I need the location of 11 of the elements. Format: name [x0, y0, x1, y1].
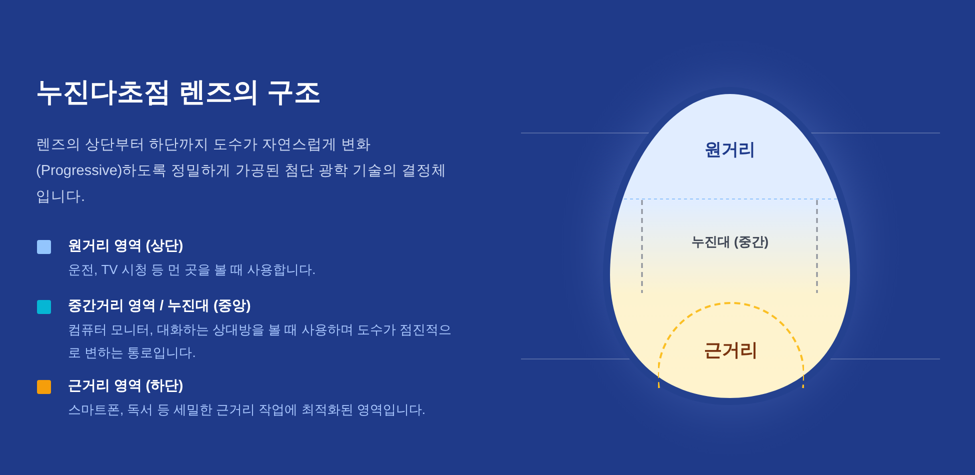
legend-description: 컴퓨터 모니터, 대화하는 상대방을 볼 때 사용하며 도수가 점진적으로 변하는 통로입니다. — [68, 321, 453, 362]
title: 누진다초점 렌즈의 구조 — [36, 76, 322, 109]
legend-heading: 원거리 영역 (상단) — [68, 237, 184, 255]
description-paragraph: 렌즈의 상단부터 하단까지 도수가 자연스럽게 변화 (Progressive)하도록 정밀하게 가공된 첨단 광학 기술의 결정체입니다. — [36, 136, 448, 207]
zone-label: 근거리 — [703, 339, 759, 362]
legend-description: 운전, TV 시청 등 먼 곳을 볼 때 사용합니다. — [68, 261, 317, 279]
zone-label: 원거리 — [704, 139, 756, 161]
legend-heading: 근거리 영역 (하단) — [68, 377, 184, 395]
legend-description: 스마트폰, 독서 등 세밀한 근거리 작업에 최적화된 영역입니다. — [68, 401, 427, 419]
legend-heading: 중간거리 영역 / 누진대 (중앙) — [68, 297, 251, 315]
zone-label: 누진대 (중간) — [690, 233, 770, 251]
